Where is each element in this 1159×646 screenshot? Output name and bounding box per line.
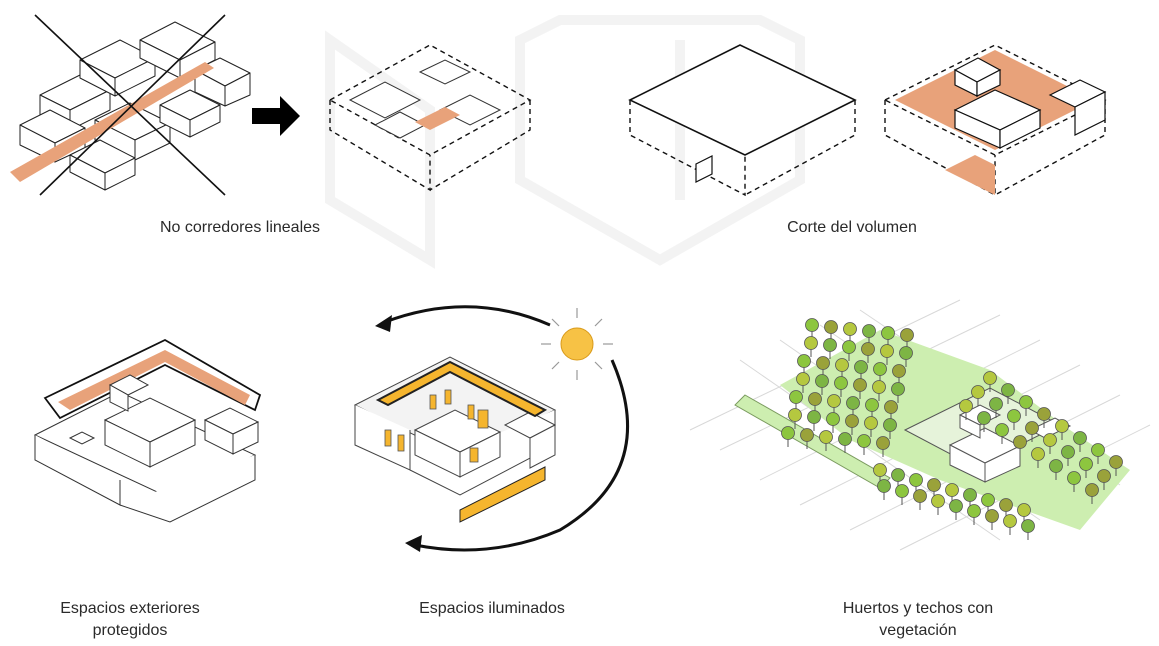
tree bbox=[873, 362, 887, 376]
tree bbox=[873, 463, 887, 477]
tree bbox=[846, 396, 860, 410]
tree bbox=[1109, 455, 1123, 469]
tree bbox=[1019, 395, 1033, 409]
tree bbox=[989, 397, 1003, 411]
tree bbox=[959, 399, 973, 413]
tree bbox=[884, 400, 898, 414]
tree bbox=[999, 498, 1013, 512]
tree bbox=[1073, 431, 1087, 445]
tree bbox=[883, 418, 897, 432]
tree bbox=[865, 398, 879, 412]
tree bbox=[1001, 383, 1015, 397]
tree bbox=[796, 372, 810, 386]
tree bbox=[1097, 469, 1111, 483]
tree bbox=[931, 494, 945, 508]
tree bbox=[823, 338, 837, 352]
tree bbox=[834, 376, 848, 390]
tree bbox=[967, 504, 981, 518]
tree bbox=[895, 484, 909, 498]
tree bbox=[788, 408, 802, 422]
tree bbox=[891, 382, 905, 396]
caption-protected-line1: Espacios exteriores bbox=[60, 600, 200, 617]
tree bbox=[824, 320, 838, 334]
caption-volume-cut: Corte del volumen bbox=[787, 219, 917, 236]
tree bbox=[1021, 519, 1035, 533]
tree bbox=[857, 434, 871, 448]
tree bbox=[1091, 443, 1105, 457]
tree bbox=[1079, 457, 1093, 471]
tree bbox=[1007, 409, 1021, 423]
tree bbox=[1013, 435, 1027, 449]
tree bbox=[909, 473, 923, 487]
tree bbox=[971, 385, 985, 399]
tree bbox=[781, 426, 795, 440]
tree bbox=[881, 326, 895, 340]
tree bbox=[927, 478, 941, 492]
tree bbox=[1049, 459, 1063, 473]
tree bbox=[899, 346, 913, 360]
tree bbox=[797, 354, 811, 368]
tree bbox=[862, 324, 876, 338]
tree bbox=[1003, 514, 1017, 528]
tree bbox=[816, 356, 830, 370]
tree bbox=[808, 392, 822, 406]
tree bbox=[861, 342, 875, 356]
tree bbox=[1085, 483, 1099, 497]
tree bbox=[815, 374, 829, 388]
tree bbox=[963, 488, 977, 502]
tree bbox=[1037, 407, 1051, 421]
tree bbox=[804, 336, 818, 350]
tree bbox=[981, 493, 995, 507]
tree bbox=[807, 410, 821, 424]
tree bbox=[853, 378, 867, 392]
tree bbox=[800, 428, 814, 442]
tree bbox=[877, 479, 891, 493]
caption-lit-spaces: Espacios iluminados bbox=[419, 600, 565, 617]
tree bbox=[995, 423, 1009, 437]
tree bbox=[826, 412, 840, 426]
tree bbox=[892, 364, 906, 378]
tree bbox=[789, 390, 803, 404]
tree bbox=[1067, 471, 1081, 485]
tree bbox=[1055, 419, 1069, 433]
tree bbox=[872, 380, 886, 394]
tree bbox=[854, 360, 868, 374]
tree bbox=[819, 430, 833, 444]
caption-gardens-line2: vegetación bbox=[879, 622, 957, 639]
tree bbox=[1043, 433, 1057, 447]
tree bbox=[864, 416, 878, 430]
tree bbox=[1031, 447, 1045, 461]
tree bbox=[843, 322, 857, 336]
tree bbox=[891, 468, 905, 482]
tree bbox=[913, 489, 927, 503]
sun-icon bbox=[541, 308, 613, 380]
tree bbox=[842, 340, 856, 354]
tree bbox=[977, 411, 991, 425]
tree bbox=[880, 344, 894, 358]
tree bbox=[845, 414, 859, 428]
tree bbox=[805, 318, 819, 332]
tree bbox=[985, 509, 999, 523]
tree bbox=[945, 483, 959, 497]
caption-protected-line2: protegidos bbox=[92, 622, 168, 639]
tree bbox=[1025, 421, 1039, 435]
tree bbox=[827, 394, 841, 408]
tree bbox=[1061, 445, 1075, 459]
tree bbox=[949, 499, 963, 513]
tree bbox=[900, 328, 914, 342]
caption-no-corridors: No corredores lineales bbox=[159, 219, 321, 236]
tree bbox=[838, 432, 852, 446]
tree bbox=[1017, 503, 1031, 517]
tree bbox=[835, 358, 849, 372]
caption-gardens-line1: Huertos y techos con bbox=[842, 600, 994, 617]
tree bbox=[983, 371, 997, 385]
tree bbox=[876, 436, 890, 450]
